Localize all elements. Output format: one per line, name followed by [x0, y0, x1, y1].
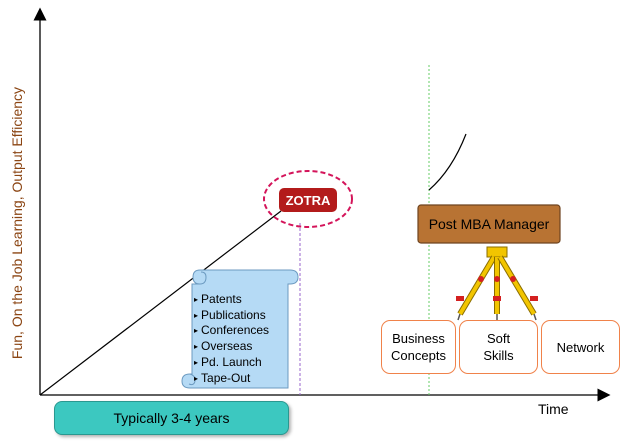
zotra-label: ZOTRA	[285, 192, 331, 208]
scroll-list: Patents Publications Conferences Oversea…	[194, 292, 269, 386]
zotra-badge	[279, 188, 337, 212]
pillar-network: Network	[541, 320, 620, 374]
pillar-line: Business	[392, 331, 445, 346]
rising-curve	[428, 133, 467, 191]
pillar-business-concepts: Business Concepts	[381, 320, 456, 374]
scroll-item-tape-out: Tape-Out	[194, 371, 269, 387]
manager-box	[417, 204, 561, 244]
pillar-line: Network	[556, 339, 605, 355]
tripod	[456, 246, 538, 321]
zotra-ring	[263, 170, 353, 228]
pillar-soft-skills: Soft Skills	[459, 320, 538, 374]
y-axis-label: Fun, On the Job Learning, Output Efficie…	[9, 86, 25, 360]
pillar-line: Skills	[483, 348, 514, 363]
scroll-item-pd-launch: Pd. Launch	[194, 355, 269, 371]
growth-line	[39, 210, 282, 396]
timeline-box: Typically 3-4 years	[54, 401, 289, 435]
pillar-line: Concepts	[391, 348, 446, 363]
scroll-item-publications: Publications	[194, 308, 269, 324]
x-axis-label: Time	[538, 401, 569, 417]
scroll-item-patents: Patents	[194, 292, 269, 308]
scroll-item-overseas: Overseas	[194, 339, 269, 355]
timeline-label: Typically 3-4 years	[113, 410, 230, 426]
scroll-item-conferences: Conferences	[194, 323, 269, 339]
manager-label: Post MBA Manager	[428, 216, 550, 232]
pillar-line: Soft	[486, 331, 511, 346]
